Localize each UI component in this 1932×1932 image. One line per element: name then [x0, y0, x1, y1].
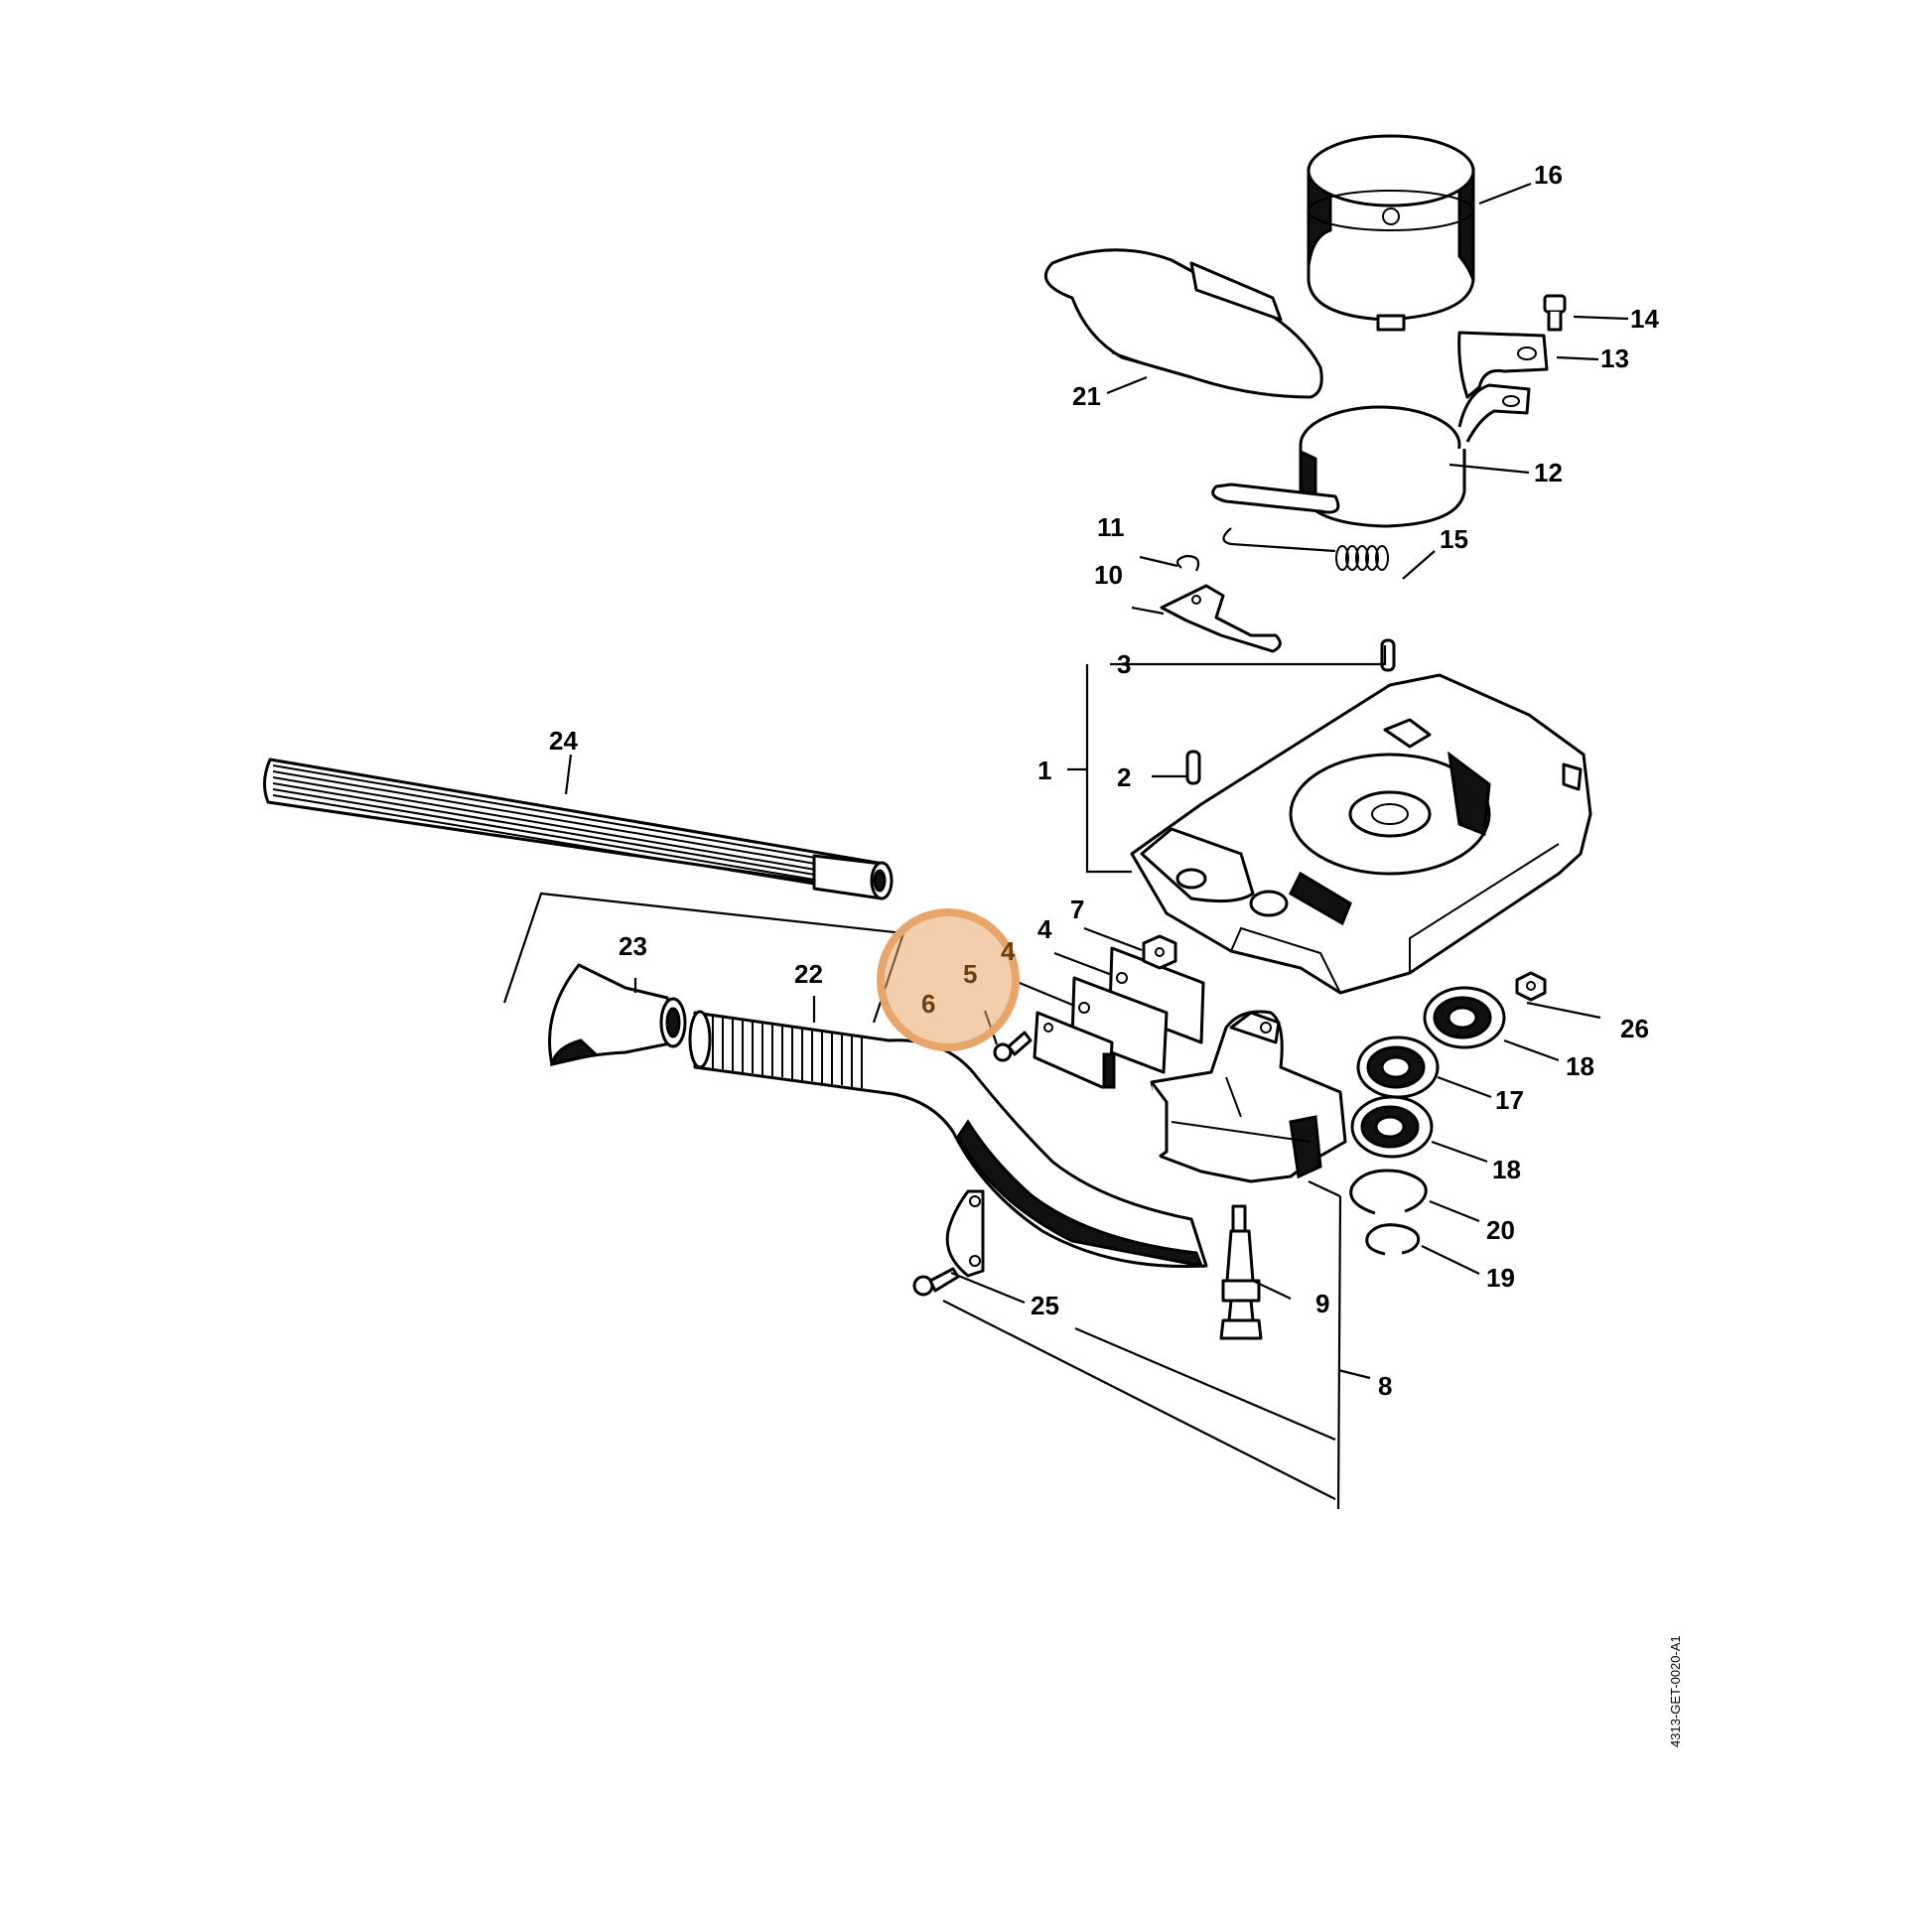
document-id: 4313-GET-0020-A1 [1668, 1635, 1683, 1747]
callout-21: 21 [1072, 381, 1101, 411]
callout-2: 2 [1117, 762, 1131, 792]
part-11-clip[interactable] [1175, 554, 1200, 572]
part-9-shaft[interactable] [1219, 1204, 1263, 1340]
callout-7: 7 [1070, 895, 1084, 924]
part-1-gear-housing[interactable] [1130, 673, 1592, 995]
part-25-clamp[interactable] [945, 1189, 985, 1278]
callout-23: 23 [619, 931, 647, 961]
callout-15: 15 [1440, 524, 1468, 554]
callout-12: 12 [1534, 458, 1563, 487]
callout-4-highlighted: 4 [1001, 936, 1016, 966]
callout-20: 20 [1486, 1215, 1515, 1245]
callout-26: 26 [1620, 1014, 1649, 1043]
callout-13: 13 [1600, 344, 1629, 373]
part-14-screw[interactable] [1543, 294, 1567, 332]
callout-22: 22 [794, 959, 823, 989]
part-17-bearing[interactable] [1356, 1035, 1440, 1099]
callout-24: 24 [549, 726, 578, 756]
callout-25: 25 [1031, 1291, 1059, 1320]
callout-8: 8 [1378, 1371, 1392, 1401]
callout-6: 6 [921, 989, 935, 1019]
callout-9: 9 [1315, 1289, 1329, 1318]
part-8-gear-head[interactable] [1150, 1010, 1347, 1183]
highlight-circle [877, 908, 1020, 1051]
part-3-pin[interactable] [1380, 638, 1396, 672]
callout-1: 1 [1037, 756, 1051, 785]
part-23-nozzle[interactable] [548, 963, 687, 1066]
callout-17: 17 [1495, 1085, 1524, 1115]
part-20-circlip[interactable] [1349, 1169, 1428, 1215]
part-24-rod[interactable] [263, 758, 894, 900]
part-10-lever-link[interactable] [1160, 584, 1282, 653]
part-4-plate[interactable] [1108, 946, 1205, 1044]
callout-18-bottom: 18 [1492, 1155, 1521, 1184]
callout-11: 11 [1097, 512, 1125, 542]
callout-5: 5 [963, 959, 977, 989]
callout-18-top: 18 [1566, 1051, 1594, 1081]
callout-labels: 16 14 13 21 12 11 15 10 3 1 2 24 7 4 4 5… [549, 160, 1659, 1401]
callout-19: 19 [1486, 1263, 1515, 1293]
callout-4: 4 [1037, 914, 1052, 944]
part-13-bracket[interactable] [1457, 331, 1549, 399]
part-6-screw[interactable] [993, 1031, 1033, 1062]
part-7-nut[interactable] [1142, 934, 1177, 970]
part-19-circlip[interactable] [1365, 1223, 1421, 1256]
part-18-bearing-top[interactable] [1423, 986, 1506, 1049]
callout-3: 3 [1117, 649, 1131, 679]
callout-16: 16 [1534, 160, 1563, 190]
part-26-nut[interactable] [1515, 971, 1547, 1002]
part-5-clip[interactable] [1033, 1011, 1116, 1089]
part-18-bearing-bottom[interactable] [1350, 1095, 1434, 1159]
part-5-plate[interactable] [1070, 976, 1169, 1074]
callout-10: 10 [1094, 560, 1123, 590]
part-21-cover-plate[interactable] [1043, 248, 1323, 399]
part-2-pin[interactable] [1185, 750, 1201, 785]
callout-14: 14 [1630, 304, 1659, 334]
part-15-spring-lever[interactable] [1211, 483, 1389, 571]
part-16-clutch-drum[interactable] [1307, 134, 1475, 332]
part-22-hose[interactable] [688, 1010, 1208, 1269]
